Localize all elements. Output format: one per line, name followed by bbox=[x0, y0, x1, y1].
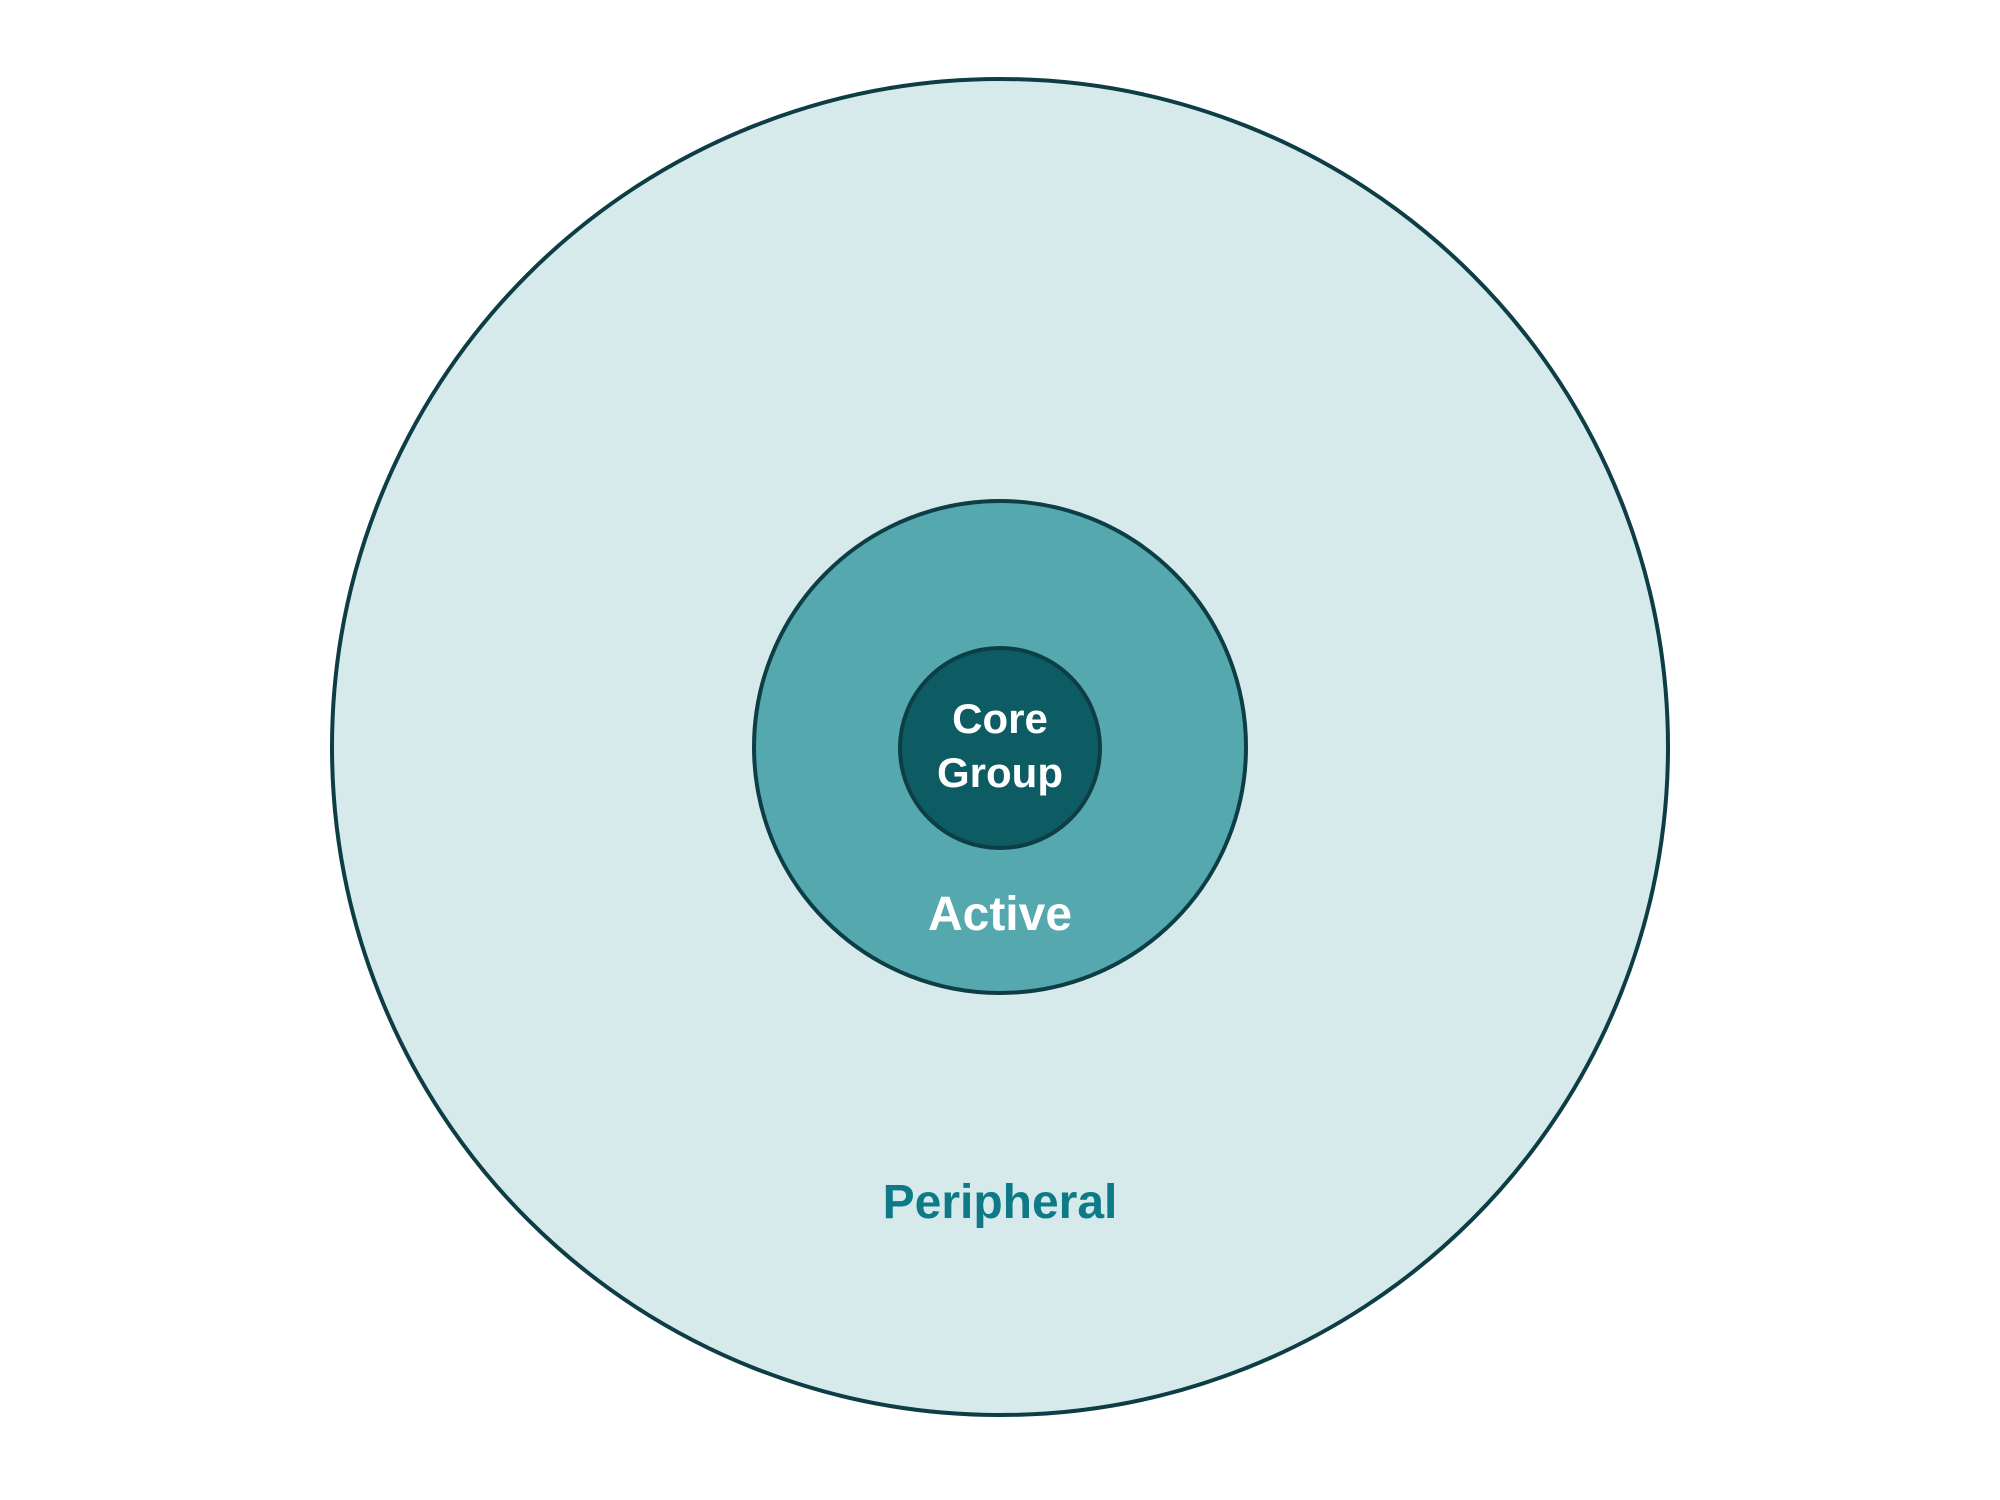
active-label: Active bbox=[928, 888, 1072, 941]
core-group-ring bbox=[898, 646, 1102, 850]
core-group-label-line-1: Core bbox=[952, 695, 1048, 742]
peripheral-label: Peripheral bbox=[883, 1176, 1118, 1229]
core-group-label-line-2: Group bbox=[937, 749, 1063, 796]
